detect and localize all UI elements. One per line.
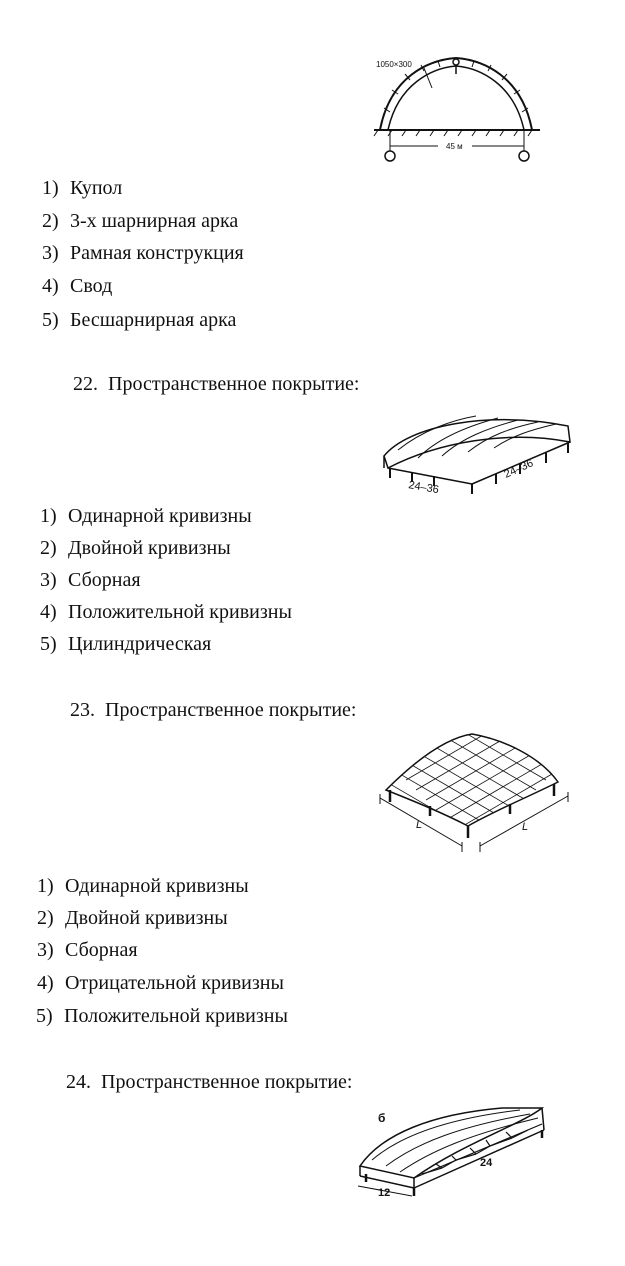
- q23-option-1: 1) Одинарной кривизны: [37, 874, 249, 898]
- q24-dim-a: 12: [378, 1187, 390, 1199]
- q23-option-1-num: 1): [37, 875, 54, 897]
- q24-dim-b: 24: [480, 1157, 493, 1169]
- q23-option-2: 2) Двойной кривизны: [37, 906, 228, 930]
- q21-option-5: 5) Бесшарнирная арка: [42, 308, 236, 332]
- q21-option-2: 2) 3-х шарнирная арка: [42, 209, 238, 233]
- q21-option-1: 1) Купол: [42, 176, 122, 200]
- q21-option-3-text: Рамная конструкция: [70, 242, 244, 264]
- q21-option-4: 4) Свод: [42, 274, 112, 298]
- q21-option-4-text: Свод: [70, 275, 113, 297]
- q24-heading: 24. Пространственное покрытие:: [66, 1070, 352, 1094]
- q23-option-1-text: Одинарной кривизны: [65, 875, 249, 897]
- q23-option-2-num: 2): [37, 907, 54, 929]
- q23-option-3-num: 3): [37, 939, 54, 961]
- q22-title: Пространственное покрытие:: [108, 373, 360, 395]
- q22-option-3-text: Сборная: [68, 569, 141, 591]
- q23-title: Пространственное покрытие:: [105, 699, 357, 721]
- q22-option-2-num: 2): [40, 537, 57, 559]
- q22-option-1-text: Одинарной кривизны: [68, 505, 252, 527]
- q23-option-4: 4) Отрицательной кривизны: [37, 971, 284, 995]
- arch-section-label: 1050×300: [376, 60, 412, 69]
- q23-number: 23.: [70, 699, 95, 721]
- arch-span-label: 45 м: [446, 142, 463, 151]
- q21-option-2-text: 3-х шарнирная арка: [70, 210, 239, 232]
- q22-option-2-text: Двойной кривизны: [68, 537, 231, 559]
- q21-option-2-num: 2): [42, 210, 59, 232]
- q23-option-3-text: Сборная: [65, 939, 138, 961]
- q21-option-3: 3) Рамная конструкция: [42, 241, 244, 265]
- q23-dim-b: L: [522, 821, 528, 833]
- q22-option-1-num: 1): [40, 505, 57, 527]
- q22-dim-a: 24–36: [407, 479, 439, 496]
- q23-heading: 23. Пространственное покрытие:: [70, 698, 356, 722]
- q22-option-5-text: Цилиндрическая: [68, 633, 212, 655]
- q22-dim-b: 24–36: [502, 457, 535, 480]
- q23-option-5-num: 5): [36, 1005, 53, 1027]
- q21-option-1-num: 1): [42, 177, 59, 199]
- q23-option-5-text: Положительной кривизны: [64, 1005, 288, 1027]
- q22-option-3-num: 3): [40, 569, 57, 591]
- q23-option-5: 5) Положительной кривизны: [36, 1004, 288, 1028]
- q21-option-5-text: Бесшарнирная арка: [70, 309, 237, 331]
- q23-option-3: 3) Сборная: [37, 938, 138, 962]
- q23-dim-a: L: [416, 819, 422, 831]
- q24-title: Пространственное покрытие:: [101, 1071, 353, 1093]
- q21-option-5-num: 5): [42, 309, 59, 331]
- q24-figure: б 12 24: [357, 1107, 545, 1199]
- q22-option-1: 1) Одинарной кривизны: [40, 504, 252, 528]
- q22-option-2: 2) Двойной кривизны: [40, 536, 231, 560]
- q22-option-3: 3) Сборная: [40, 568, 141, 592]
- q23-option-4-num: 4): [37, 972, 54, 994]
- q23-option-4-text: Отрицательной кривизны: [65, 972, 284, 994]
- q23-figure: L L: [379, 733, 569, 852]
- q21-option-1-text: Купол: [70, 177, 123, 199]
- q21-option-4-num: 4): [42, 275, 59, 297]
- q22-option-5-num: 5): [40, 633, 57, 655]
- q21-option-3-num: 3): [42, 242, 59, 264]
- q22-option-4-num: 4): [40, 601, 57, 623]
- q22-heading: 22. Пространственное покрытие:: [73, 372, 359, 396]
- q22-option-5: 5) Цилиндрическая: [40, 632, 211, 656]
- q22-option-4: 4) Положительной кривизны: [40, 600, 292, 624]
- q23-option-2-text: Двойной кривизны: [65, 907, 228, 929]
- q24-mark: б: [378, 1111, 385, 1125]
- arch-figure: 1050×300 45 м: [373, 56, 540, 162]
- q22-figure: 24–36 24–36: [383, 415, 571, 496]
- q22-option-4-text: Положительной кривизны: [68, 601, 292, 623]
- q24-number: 24.: [66, 1071, 91, 1093]
- q22-number: 22.: [73, 373, 98, 395]
